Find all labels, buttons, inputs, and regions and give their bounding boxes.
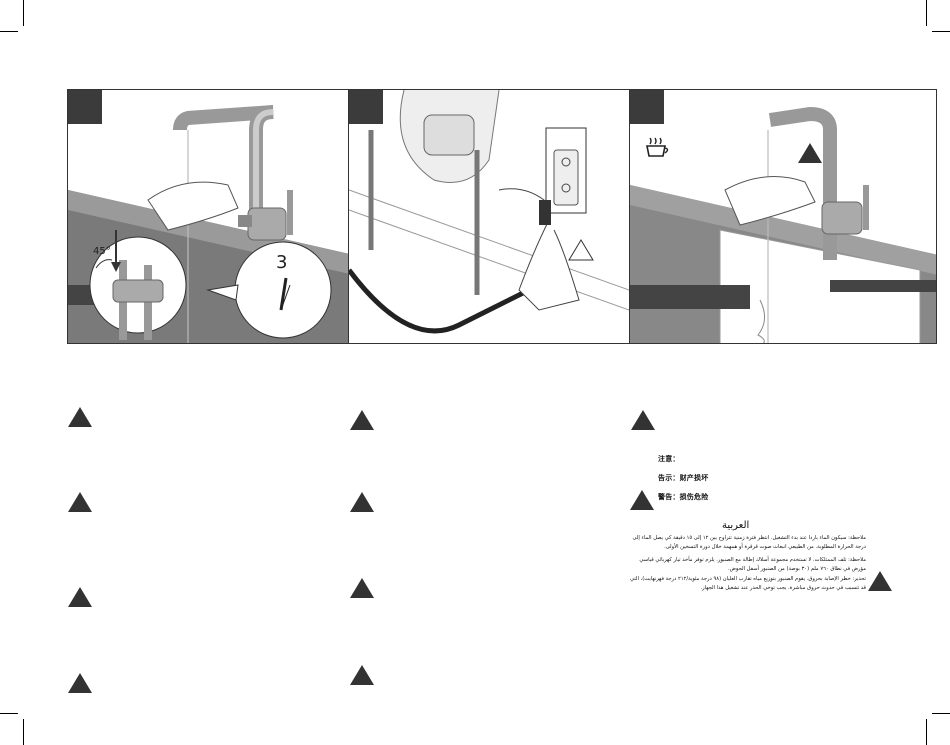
illustration-step-3 bbox=[629, 89, 937, 344]
step-number-box bbox=[68, 90, 102, 124]
hot-water-faucet-illustration bbox=[630, 106, 936, 343]
dial-number: 3 bbox=[276, 252, 288, 273]
warning-triangle-icon bbox=[630, 490, 654, 510]
faucet-handle-illustration bbox=[68, 105, 374, 343]
warning-triangle-icon bbox=[631, 410, 655, 430]
arabic-note-1: ملاحظة: سيكون الماء باردا عند بدء التشغي… bbox=[630, 534, 866, 551]
arabic-section-title: العربية bbox=[722, 520, 750, 531]
arabic-note-text: ملاحظة: تلف الممتلكات. لا تستخدم مجموعة … bbox=[639, 557, 866, 572]
warning-triangle-icon bbox=[68, 673, 92, 693]
warning-triangle-icon bbox=[350, 578, 374, 598]
outlet-plug-illustration bbox=[349, 90, 655, 334]
arabic-note-text: ملاحظة: سيكون الماء باردا عند بدء التشغي… bbox=[632, 535, 866, 550]
arabic-caution: تحذير: خطر الإصابة بحروق. يقوم الصنبور ب… bbox=[630, 575, 866, 592]
warning-triangle-icon bbox=[68, 407, 92, 427]
warning-triangle-icon bbox=[350, 492, 374, 512]
step-number-box bbox=[349, 90, 383, 124]
arabic-caution-text: تحذير: خطر الإصابة بحروق. يقوم الصنبور ب… bbox=[629, 576, 866, 591]
crop-mark bbox=[932, 31, 950, 32]
hot-cup-icon bbox=[646, 137, 669, 157]
warning-triangle-icon bbox=[68, 587, 92, 607]
warning-triangle-icon bbox=[868, 571, 892, 591]
warning-triangle-icon bbox=[350, 410, 374, 430]
zh-notice-note: 告示：财产损坏 bbox=[658, 474, 709, 482]
zh-attention-note: 注意： bbox=[658, 455, 680, 463]
crop-mark bbox=[0, 713, 18, 714]
illustration-step-1: 45° 3 bbox=[67, 89, 375, 344]
crop-mark bbox=[926, 0, 927, 26]
step-number-box bbox=[630, 90, 664, 124]
crop-mark bbox=[926, 719, 927, 745]
crop-mark bbox=[23, 719, 24, 745]
angle-label: 45° bbox=[93, 246, 111, 257]
warning-triangle-icon bbox=[68, 492, 92, 512]
crop-mark bbox=[0, 31, 18, 32]
zh-warning-note: 警告：损伤危险 bbox=[658, 493, 709, 501]
crop-mark bbox=[23, 0, 24, 26]
warning-triangle-icon bbox=[350, 665, 374, 685]
arabic-note-2: ملاحظة: تلف الممتلكات. لا تستخدم مجموعة … bbox=[630, 556, 866, 573]
crop-mark bbox=[932, 713, 950, 714]
illustration-step-2 bbox=[348, 89, 656, 344]
